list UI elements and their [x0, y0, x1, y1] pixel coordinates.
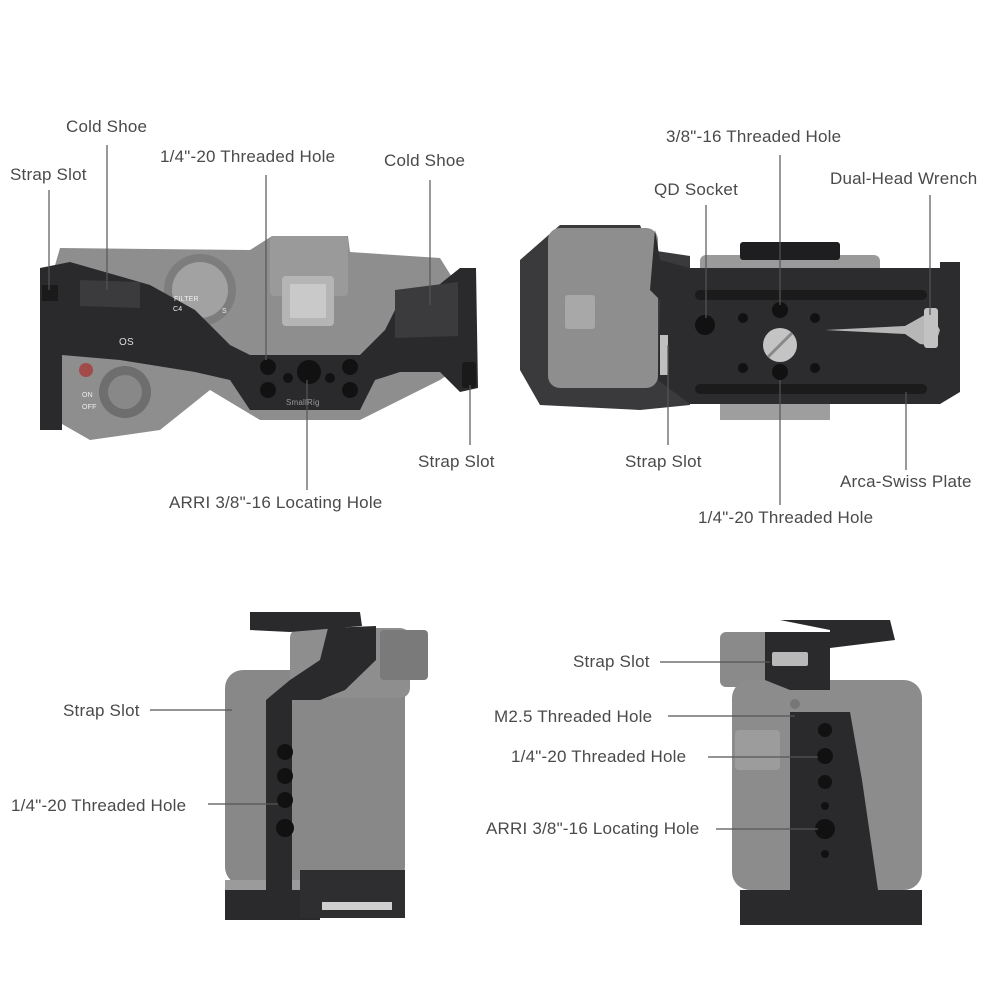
label-arri-locating-hole-right-side: ARRI 3/8"-16 Locating Hole	[486, 819, 700, 838]
label-quarter-threaded-hole-right-side: 1/4"-20 Threaded Hole	[511, 747, 687, 766]
label-quarter-threaded-hole-top: 1/4"-20 Threaded Hole	[160, 147, 336, 166]
label-m25-threaded-hole: M2.5 Threaded Hole	[494, 707, 653, 726]
label-quarter-threaded-hole-bottom-view: 1/4"-20 Threaded Hole	[698, 508, 874, 527]
label-dual-head-wrench: Dual-Head Wrench	[830, 169, 978, 188]
label-quarter-threaded-hole-left-side: 1/4"-20 Threaded Hole	[11, 796, 187, 815]
cage-right-side-frame	[740, 620, 922, 925]
camera-power-off-text: OFF	[82, 404, 97, 411]
camera-power-on-text: ON	[82, 392, 93, 399]
cage-bottom-plate	[650, 230, 960, 404]
camera-dial-s-text: S	[222, 308, 227, 315]
label-three-eighths-threaded-hole: 3/8"-16 Threaded Hole	[666, 127, 842, 146]
camera-filter-text: FILTER	[174, 296, 199, 303]
bottom-view-leader-lines	[667, 155, 931, 505]
label-arca-swiss-plate: Arca-Swiss Plate	[840, 472, 972, 491]
top-view-leader-lines	[48, 145, 471, 490]
cage-left-side-frame	[225, 612, 405, 920]
cage-brand-engraving: SmallRig	[286, 398, 320, 407]
label-cold-shoe-top-left: Cold Shoe	[66, 117, 148, 136]
label-strap-slot-left-side: Strap Slot	[63, 701, 140, 720]
camera-os-button-text: OS	[119, 337, 134, 348]
label-strap-slot-top-left: Strap Slot	[10, 165, 87, 184]
label-cold-shoe-top-right: Cold Shoe	[384, 151, 466, 170]
label-strap-slot-right-side: Strap Slot	[573, 652, 650, 671]
camera-mode-c4-text: C4	[173, 306, 183, 313]
label-strap-slot-top-right: Strap Slot	[418, 452, 495, 471]
label-strap-slot-bottom-view: Strap Slot	[625, 452, 702, 471]
label-qd-socket: QD Socket	[654, 180, 738, 199]
cage-top-frame	[40, 262, 478, 430]
label-arri-locating-hole-top: ARRI 3/8"-16 Locating Hole	[169, 493, 383, 512]
right-side-leader-lines	[660, 661, 818, 830]
left-side-leader-lines	[150, 709, 278, 805]
